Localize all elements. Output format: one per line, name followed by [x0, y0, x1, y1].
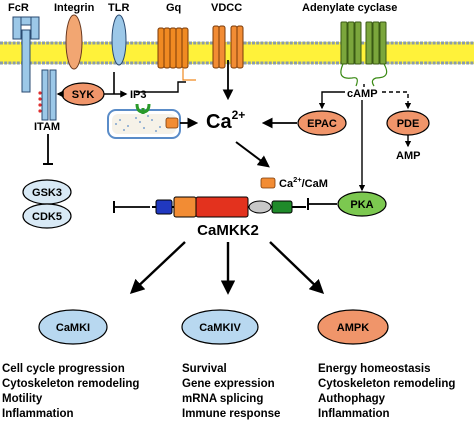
- tlr-receptor: [111, 14, 127, 66]
- epac-label: EPAC: [307, 118, 337, 130]
- ip3-label: IP3: [130, 89, 147, 101]
- vdcc-channel: [212, 25, 244, 69]
- list-item: Cytoskeleton remodeling: [2, 378, 140, 390]
- pka-node: [337, 191, 387, 217]
- cam-icon: [260, 177, 276, 189]
- camkk2-label: CaMKK2: [197, 222, 259, 239]
- ca-cam-label: Ca2+/CaM: [279, 175, 328, 190]
- list-item: Cell cycle progression: [2, 363, 125, 375]
- list-item: Inflammation: [318, 408, 390, 420]
- list-item: Cytoskeleton remodeling: [318, 378, 456, 390]
- camkiv-label: CaMKIV: [199, 322, 241, 334]
- fcr-label: FcR: [8, 2, 29, 14]
- pde-label: PDE: [397, 118, 420, 130]
- list-item: Immune response: [182, 408, 281, 420]
- ampk-label: AMPK: [337, 322, 369, 334]
- list-item: mRNA splicing: [182, 393, 264, 405]
- camki-label: CaMKI: [56, 322, 90, 334]
- itam-chain-a: [41, 69, 49, 121]
- syk-label: SYK: [72, 89, 95, 101]
- amp-label: AMP: [396, 150, 420, 162]
- calcium-label: Ca2+: [206, 108, 245, 133]
- cdk5-node: [22, 203, 72, 229]
- list-item: Survival: [182, 363, 227, 375]
- camkiv-outcomes-list: Survival Gene expression mRNA splicing I…: [182, 362, 280, 422]
- gsk3-label: GSK3: [32, 187, 62, 199]
- camp-label: cAMP: [347, 88, 378, 100]
- itam-chain-b: [49, 69, 57, 121]
- camki-node: [38, 309, 108, 345]
- gq-label: Gq: [166, 2, 181, 14]
- list-item: Inflammation: [2, 408, 74, 420]
- list-item: Motility: [2, 393, 43, 405]
- pka-label: PKA: [350, 199, 373, 211]
- adenylate-cyclase-label: Adenylate cyclase: [302, 2, 397, 14]
- ampk-node: [317, 309, 389, 345]
- list-item: Gene expression: [182, 378, 275, 390]
- adenylate-cyclase: [340, 21, 387, 65]
- tlr-label: TLR: [108, 2, 129, 14]
- integrin-receptor: [65, 14, 83, 70]
- vdcc-label: VDCC: [211, 2, 242, 14]
- camki-outcomes-list: Cell cycle progression Cytoskeleton remo…: [2, 362, 139, 422]
- itam-label: ITAM: [34, 121, 60, 133]
- itam-motifs: [38, 91, 42, 113]
- integrin-label: Integrin: [54, 2, 95, 14]
- list-item: Authophagy: [318, 393, 386, 405]
- epac-node: [297, 110, 347, 136]
- camkiv-node: [181, 309, 259, 345]
- gq-receptor: [157, 27, 189, 69]
- camkk2-protein: [152, 196, 306, 218]
- ampk-outcomes-list: Energy homeostasis Cytoskeleton remodeli…: [318, 362, 455, 422]
- list-item: Energy homeostasis: [318, 363, 431, 375]
- er-vesicle: [107, 109, 181, 139]
- fcr-receptor: [12, 16, 40, 93]
- cdk5-label: CDK5: [32, 211, 62, 223]
